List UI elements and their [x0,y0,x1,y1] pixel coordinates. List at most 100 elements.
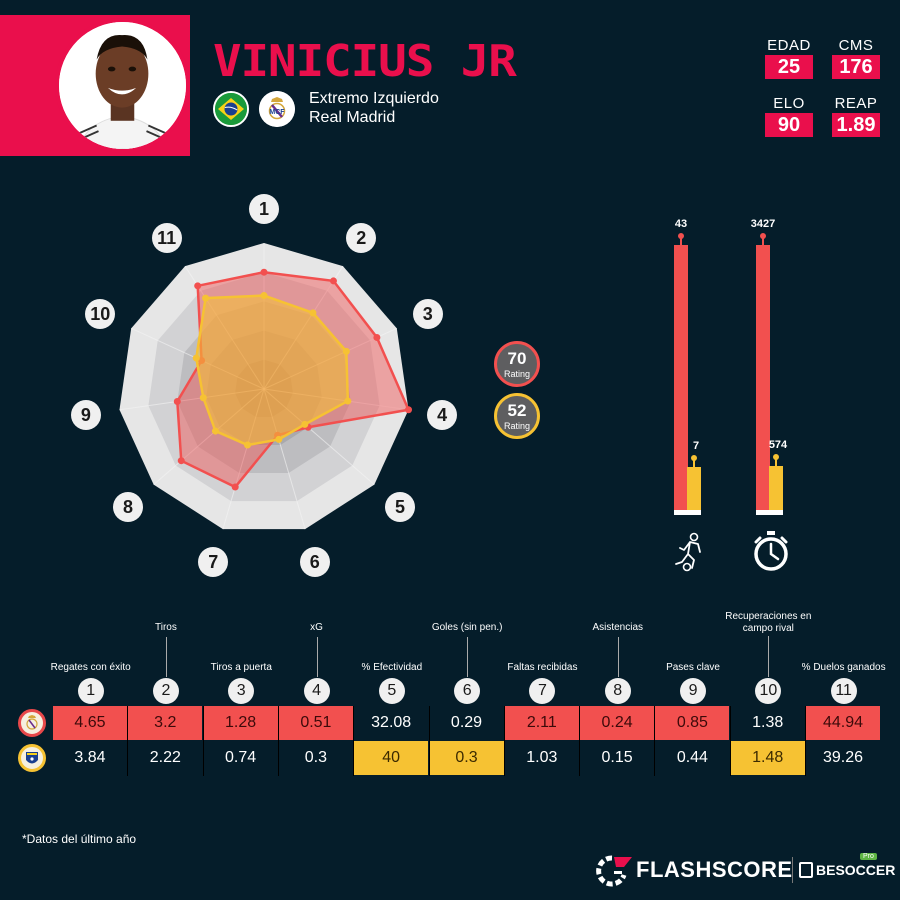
radar-axis-badge: 10 [85,299,116,330]
bar-marker-dot [691,454,697,461]
stat-elo-value: 90 [765,113,813,137]
radar-point [301,420,309,428]
radar-point [192,354,200,362]
stat-height-value: 176 [832,55,880,79]
column-header: Tiros [155,622,177,633]
radar-axis-badge: 5 [385,491,416,522]
stat-reap: REAP 1.89 [832,95,880,137]
rating-label: Rating [503,369,530,379]
table-cell-real-madrid: 0.29 [450,714,483,731]
column-number-badge: 8 [604,678,631,704]
radar-point [344,397,352,405]
radar-plot [119,243,413,530]
radar-point [199,394,207,402]
column-separator [277,706,279,776]
table-cell-brazil: 1.48 [730,741,805,775]
column-separator [805,706,806,776]
radar-point [173,397,181,405]
stat-height: CMS 176 [832,37,880,79]
flashscore-logo-text: FLASHSCORE [636,857,793,882]
table-cell-real-madrid: 4.65 [53,706,127,740]
stat-age-label: EDAD [767,37,811,54]
radar-point [260,292,268,300]
column-separator [202,706,204,776]
radar-point [244,441,252,449]
column-number-badge: 2 [152,678,179,704]
radar-point [231,483,239,491]
column-header-connector [617,637,619,677]
rating-value: 70 [507,349,527,368]
stopwatch-icon [751,530,791,572]
bar-marker-dot [773,453,779,460]
bar-marker-stem [775,456,777,466]
radar-point [211,427,219,435]
footnote: *Datos del último año [22,832,137,846]
rating-value: 52 [507,401,527,420]
bar-baseline [674,510,701,515]
column-header: % Duelos ganados [801,662,886,673]
column-number-badge: 6 [454,678,481,704]
player-portrait-icon [59,22,186,149]
radar-axis-badge: 9 [70,399,101,430]
column-separator [654,706,656,776]
player-position: Extremo Izquierdo [309,90,439,107]
radar-series-brazil [195,294,350,447]
column-header: Asistencias [592,622,644,633]
radar-point [202,294,210,302]
rating-badge-brazil: 52 Rating [494,393,540,439]
radar-axis-badge: 3 [412,299,443,330]
column-number-badge: 5 [378,678,405,704]
table-cell-brazil: 1.03 [526,749,558,766]
radar-axis-badge: 2 [346,222,377,253]
bar-marker-stem [762,236,764,245]
flashscore-logo-icon [596,855,632,887]
table-cell-brazil: 0.3 [429,741,504,775]
column-header-connector [316,637,318,677]
brazil-flag-icon [213,91,249,127]
stat-height-label: CMS [838,37,874,54]
column-header-connector [165,637,167,677]
column-number-badge: 7 [529,678,556,704]
radar-point [329,277,337,285]
bar-value-label: 574 [768,438,788,451]
column-header-connector [467,637,469,677]
column-header-connector [768,636,770,677]
bar-marker-dot [678,233,684,239]
brazil-crest-row-icon [18,744,46,772]
besoccer-logo-text: BESOCCER [816,862,896,878]
table-cell-brazil: 0.3 [304,749,328,766]
column-header: Faltas recibidas [507,662,578,673]
column-separator [428,706,430,776]
stat-reap-label: REAP [834,95,878,112]
table-cell-real-madrid: 2.11 [504,706,579,740]
table-cell-brazil: 40 [354,741,429,775]
column-separator [579,706,581,776]
stat-age-value: 25 [765,55,813,79]
table-cell-real-madrid: 0.24 [580,706,655,740]
player-name: VINICIUS JR [213,36,517,87]
table-cell-real-madrid: 3.2 [128,706,203,740]
table-cell-brazil: 0.15 [601,749,633,766]
column-header: % Efectividad [361,662,423,673]
bar-value-label: 3427 [750,218,776,230]
column-number-badge: 10 [755,678,782,704]
radar-point [260,268,268,276]
bar-value-label: 7 [692,439,700,452]
column-header: Goles (sin pen.) [431,622,503,633]
column-separator [353,706,355,776]
stat-elo-label: ELO [773,95,805,112]
radar-axis-badge: 8 [112,491,143,522]
column-separator [127,706,129,776]
column-header: Regates con éxito [50,662,131,673]
bar-marker-stem [680,236,682,245]
radar-point [342,347,350,355]
player-photo [55,18,190,153]
table-cell-real-madrid: 0.85 [655,706,730,740]
radar-point [194,282,202,290]
radar-axis-badge: 6 [299,546,330,577]
table-cell-brazil: 39.26 [822,749,864,766]
besoccer-pro-badge: Pro [860,853,877,860]
column-separator [729,706,731,776]
bar-marker-stem [693,457,695,467]
